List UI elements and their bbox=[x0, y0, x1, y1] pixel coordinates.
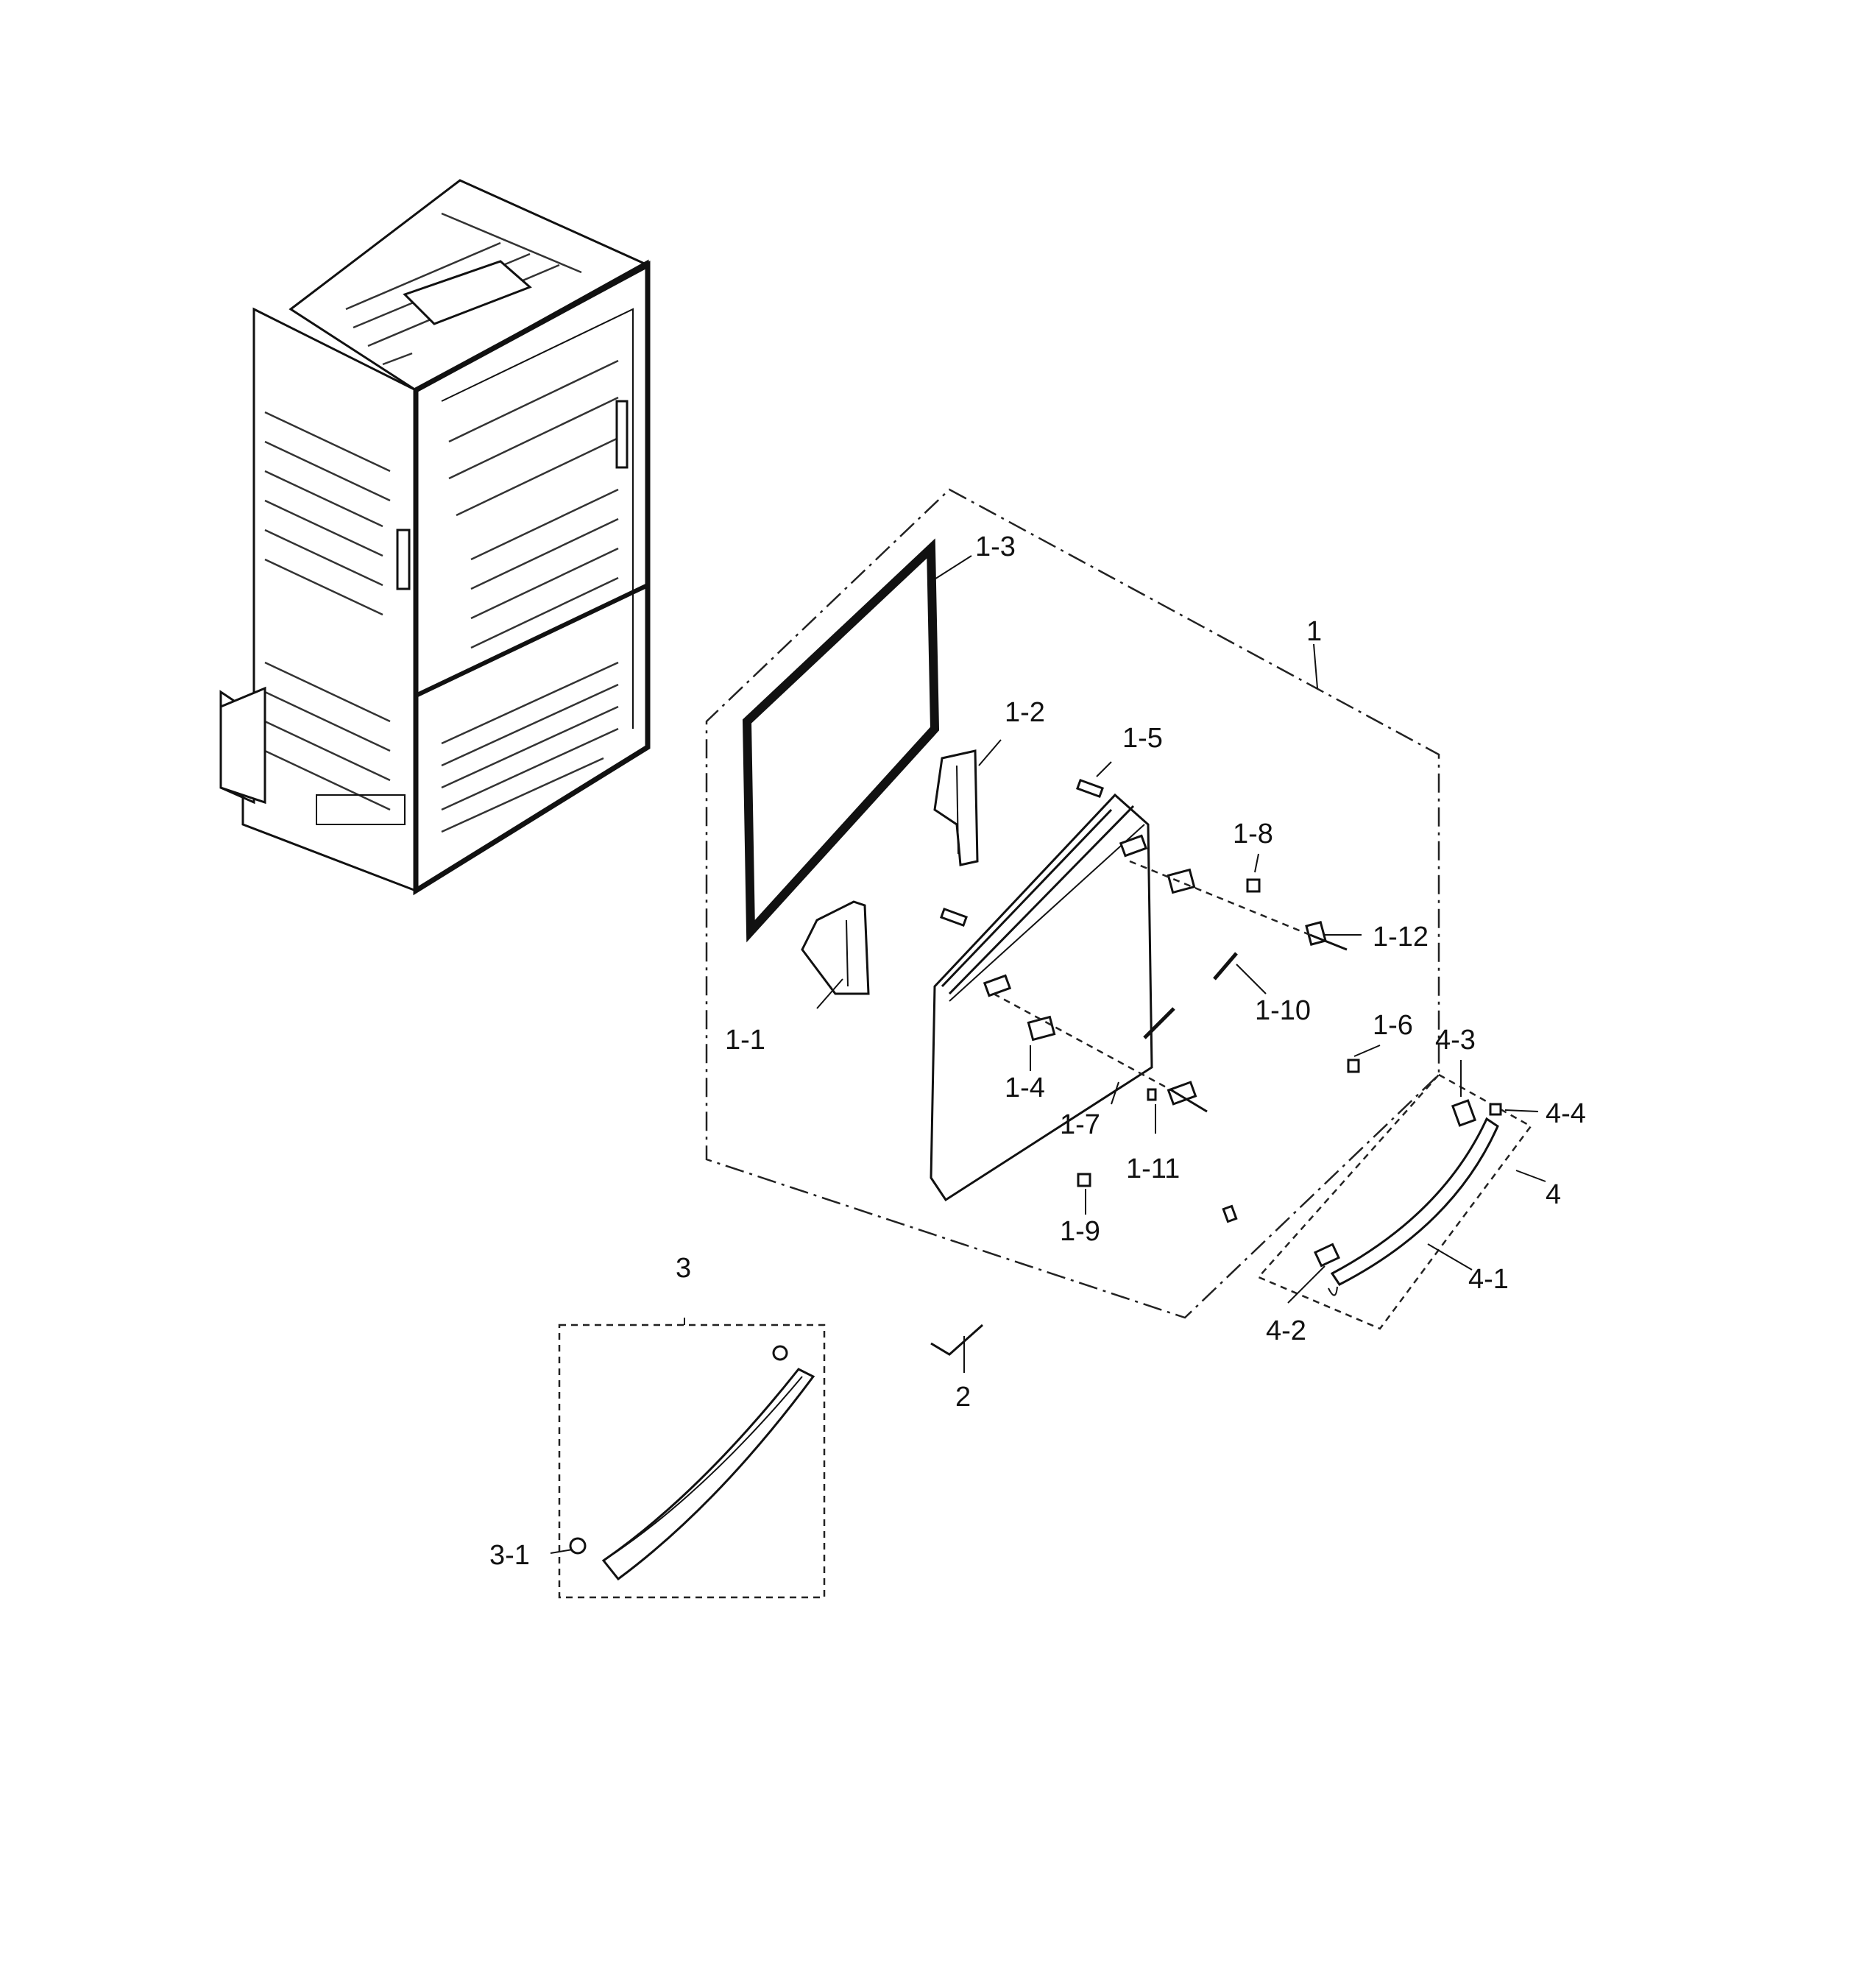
label-1-12: 1-12 bbox=[1373, 922, 1429, 953]
refrigerator-cabinet bbox=[219, 179, 651, 896]
label-3: 3 bbox=[676, 1253, 691, 1284]
label-1-8: 1-8 bbox=[1233, 819, 1273, 849]
door-gasket bbox=[742, 538, 940, 943]
label-1-11: 1-11 bbox=[1126, 1153, 1180, 1184]
leader-lines bbox=[550, 555, 1546, 1554]
label-1-1: 1-1 bbox=[725, 1025, 765, 1056]
label-4-1: 4-1 bbox=[1468, 1264, 1509, 1295]
door-handle-bar bbox=[569, 1345, 815, 1581]
label-1-2: 1-2 bbox=[1005, 697, 1045, 728]
label-4-2: 4-2 bbox=[1266, 1315, 1306, 1346]
small-hardware-parts bbox=[939, 778, 1360, 1223]
handle-bar-curved bbox=[1313, 1099, 1502, 1296]
callout-labels: 1 1-3 1-2 1-5 1-8 1-12 1-10 1-6 1-1 1-4 … bbox=[489, 531, 1586, 1571]
label-1-6: 1-6 bbox=[1373, 1010, 1413, 1041]
freezer-door-panel bbox=[930, 793, 1153, 1202]
hinge-bracket-upper bbox=[933, 749, 979, 866]
label-4: 4 bbox=[1546, 1179, 1561, 1210]
label-3-1: 3-1 bbox=[489, 1540, 530, 1571]
label-2: 2 bbox=[955, 1382, 971, 1413]
label-1-7: 1-7 bbox=[1060, 1109, 1100, 1140]
label-1-5: 1-5 bbox=[1122, 723, 1163, 754]
handle-assembly-3-boundary bbox=[558, 1324, 826, 1599]
label-1-3: 1-3 bbox=[975, 531, 1016, 562]
allen-wrench bbox=[930, 1324, 983, 1356]
label-4-3: 4-3 bbox=[1435, 1025, 1476, 1056]
label-4-4: 4-4 bbox=[1546, 1098, 1586, 1129]
label-1-9: 1-9 bbox=[1060, 1216, 1100, 1247]
hinge-bracket-lower bbox=[801, 900, 870, 995]
door-assembly-boundary bbox=[705, 488, 1440, 1319]
label-1: 1 bbox=[1306, 616, 1322, 647]
label-1-10: 1-10 bbox=[1255, 995, 1311, 1026]
label-1-4: 1-4 bbox=[1005, 1073, 1045, 1103]
handle-assembly-4-boundary bbox=[1256, 1073, 1532, 1330]
